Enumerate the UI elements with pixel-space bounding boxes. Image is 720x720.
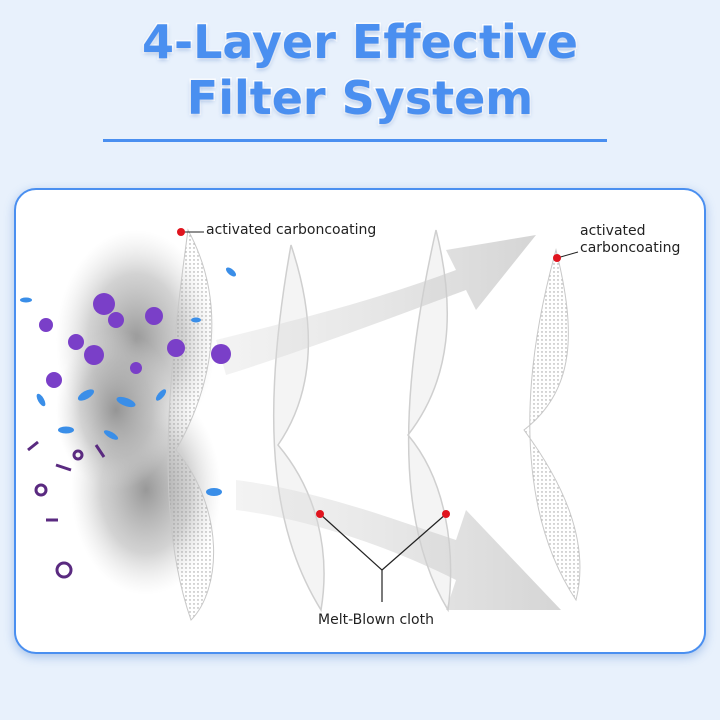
filter-layer-2-meltblown [272,244,325,613]
label-carbon-right-line2: carboncoating [580,240,681,256]
marker-meltblown-1 [316,510,324,518]
virus-particles [39,293,231,388]
filter-layers-illustration [20,228,581,621]
marker-carbon-right [553,254,561,262]
title-line-2: Filter System [185,70,534,127]
title-line-1: 4-Layer Effective [140,14,579,71]
marker-meltblown-2 [442,510,450,518]
label-melt-blown-cloth: Melt-Blown cloth [318,612,434,628]
blue-particles [20,267,236,496]
filter-layer-4-carbon [523,248,581,602]
airflow-arrow-bottom [236,480,561,610]
page-title: 4-Layer Effective Filter System [0,14,720,127]
marker-carbon-left [177,228,185,236]
label-activated-carbon-left: activated carboncoating [206,222,377,238]
debris-particles [27,440,106,579]
filter-layer-1-carbon [167,228,215,621]
label-activated-carbon-right: activated carboncoating [580,223,680,257]
airflow-arrow-top [216,235,536,375]
title-divider [103,139,607,142]
filter-diagram-panel: activated carboncoating activated carbon… [14,188,706,654]
label-carbon-right-line1: activated [580,223,646,239]
